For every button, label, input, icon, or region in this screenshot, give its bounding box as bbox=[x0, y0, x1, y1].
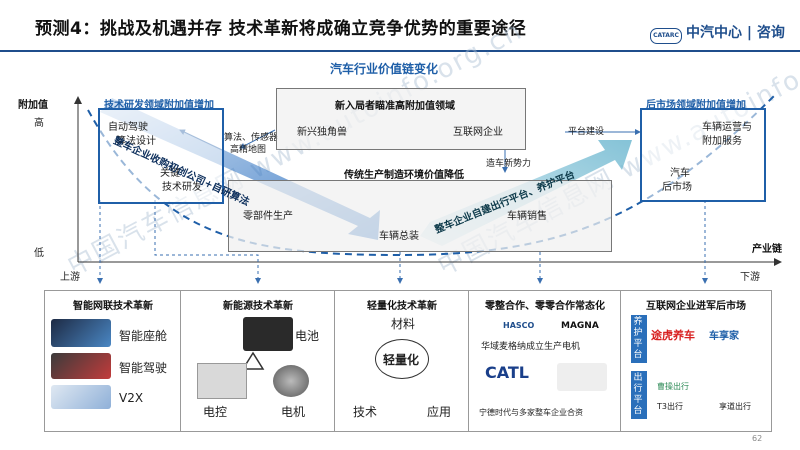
right-item: 后市场 bbox=[662, 182, 692, 193]
autonomous-car-image bbox=[51, 353, 111, 379]
right-box-title: 后市场领域附加值增加 bbox=[646, 100, 746, 111]
page-title: 预测4：挑战及机遇并存 技术革新将成确立竞争优势的重要途径 bbox=[35, 19, 527, 39]
brand-name: 中汽中心 | 咨询 bbox=[686, 25, 785, 41]
panel-item: 技术 bbox=[353, 405, 378, 419]
internet-company-label: 互联网企业 bbox=[453, 127, 503, 138]
mobility-platform-tag: 出行平台 bbox=[631, 371, 647, 419]
algo-label: 算法、传感器 bbox=[224, 133, 279, 143]
page-number: 62 bbox=[752, 434, 763, 443]
panel-cooperation: 零整合作、零零合作常态化 HASCO MAGNA 华域麦格纳成立生产电机 CAT… bbox=[468, 290, 622, 432]
v2x-image bbox=[51, 385, 111, 409]
panel-new-energy: 新能源技术革新 电池 电控 电机 bbox=[180, 290, 336, 432]
triangle-icon bbox=[241, 351, 265, 370]
maintenance-platform-tag: 养护平台 bbox=[631, 315, 647, 363]
hasco-logo: HASCO bbox=[503, 321, 535, 330]
catarc-logo: CATARC bbox=[650, 28, 682, 44]
panel-item: 电机 bbox=[281, 405, 306, 419]
panel-title: 智能网联技术革新 bbox=[73, 301, 153, 312]
y-high-label: 高 bbox=[34, 118, 44, 129]
y-axis-label: 附加值 bbox=[18, 100, 48, 111]
magna-logo: MAGNA bbox=[561, 321, 599, 331]
catl-logo: CATL bbox=[485, 363, 529, 382]
panel-connected-tech: 智能网联技术革新 智能座舱 智能驾驶 V2X bbox=[44, 290, 182, 432]
unicorn-label: 新兴独角兽 bbox=[297, 127, 347, 138]
diagram-title: 汽车行业价值链变化 bbox=[330, 62, 439, 76]
panel-aftermarket: 互联网企业进军后市场 养护平台 途虎养车 车享家 出行平台 曹操出行 T3出行 … bbox=[620, 290, 772, 432]
panel-title: 新能源技术革新 bbox=[223, 301, 293, 312]
panel-lightweight: 轻量化技术革新 材料 轻量化 技术 应用 bbox=[334, 290, 470, 432]
vehicle-sales-label: 车辆销售 bbox=[507, 211, 547, 222]
panel-item: 应用 bbox=[427, 405, 452, 419]
t3-logo: T3出行 bbox=[657, 402, 683, 411]
lightweight-circle bbox=[375, 339, 429, 379]
vehicle-assembly-label: 车辆总装 bbox=[379, 231, 419, 242]
left-item: 关键 bbox=[160, 168, 180, 179]
panel-item: 电控 bbox=[203, 405, 228, 419]
x-right-label: 下游 bbox=[740, 272, 760, 283]
aftermarket-box: 车辆运营与 附加服务 汽车 后市场 bbox=[640, 108, 766, 202]
header-divider bbox=[0, 50, 800, 52]
chexiangjia-logo: 车享家 bbox=[709, 331, 739, 342]
controller-image bbox=[197, 363, 247, 399]
left-item: 算法设计 bbox=[116, 136, 156, 147]
panel-item: 电池 bbox=[295, 329, 320, 343]
row-label: 出行平台 bbox=[633, 373, 643, 416]
parts-production-label: 零部件生产 bbox=[243, 211, 293, 222]
oem-logos bbox=[557, 363, 607, 391]
left-box-title: 技术研发领域附加值增加 bbox=[104, 100, 214, 111]
left-item: 自动驾驶 bbox=[108, 122, 148, 133]
panel-item: V2X bbox=[119, 391, 144, 405]
hd-map-label: 高精地图 bbox=[230, 145, 267, 155]
panel-item: 智能驾驶 bbox=[119, 361, 168, 375]
right-item: 汽车 bbox=[670, 168, 690, 179]
panel-caption: 华域麦格纳成立生产电机 bbox=[481, 342, 581, 352]
platform-label: 平台建设 bbox=[568, 127, 605, 137]
panel-item: 智能座舱 bbox=[119, 329, 168, 343]
top-box-title: 新入局者瞄准高附加值领域 bbox=[335, 101, 455, 112]
y-low-label: 低 bbox=[34, 248, 44, 259]
cockpit-image bbox=[51, 319, 111, 347]
caocao-logo: 曹操出行 bbox=[657, 382, 689, 391]
new-entrant-box: 新入局者瞄准高附加值领域 新兴独角兽 互联网企业 bbox=[276, 88, 526, 150]
panel-title: 互联网企业进军后市场 bbox=[646, 301, 746, 312]
battery-image bbox=[243, 317, 293, 351]
panel-item: 轻量化 bbox=[383, 353, 420, 367]
panel-item: 材料 bbox=[391, 317, 416, 331]
x-axis-label: 产业链 bbox=[752, 244, 782, 255]
motor-image bbox=[273, 365, 309, 397]
tuhu-logo: 途虎养车 bbox=[651, 329, 695, 342]
xiangdao-logo: 享道出行 bbox=[719, 402, 751, 411]
panel-title: 轻量化技术革新 bbox=[367, 301, 437, 312]
right-item: 附加服务 bbox=[702, 136, 742, 147]
row-label: 养护平台 bbox=[633, 317, 643, 360]
left-item: 技术研发 bbox=[162, 182, 202, 193]
x-left-label: 上游 bbox=[60, 272, 80, 283]
right-item: 车辆运营与 bbox=[702, 122, 752, 133]
traditional-manufacturing-box: 零部件生产 车辆销售 车辆总装 bbox=[228, 180, 612, 252]
new-power-label: 造车新势力 bbox=[486, 159, 532, 169]
panel-caption: 宁德时代与多家整车企业合资 bbox=[479, 408, 583, 417]
panel-title: 零整合作、零零合作常态化 bbox=[485, 301, 605, 312]
mid-box-title: 传统生产制造环境价值降低 bbox=[344, 170, 464, 181]
tech-rnd-box: 自动驾驶 算法设计 关键 技术研发 bbox=[98, 108, 224, 204]
